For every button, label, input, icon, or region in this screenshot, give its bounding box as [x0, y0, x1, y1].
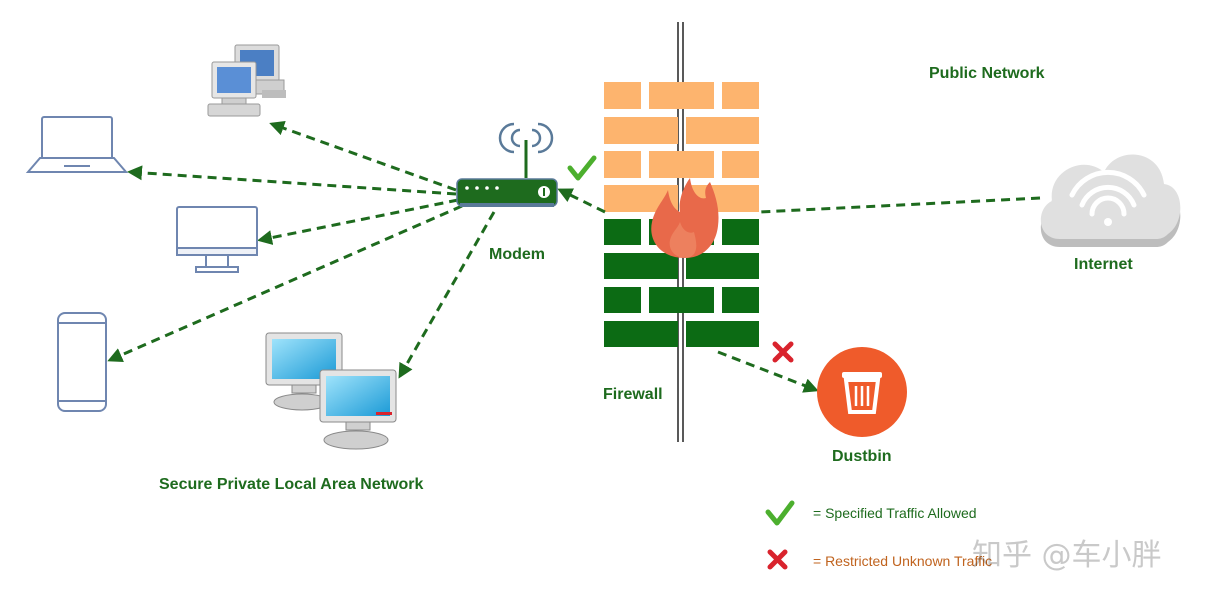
- desktop-computer-icon: [207, 44, 286, 117]
- cloud-wifi-icon: [1040, 154, 1181, 247]
- legend-cross-icon: [767, 549, 788, 570]
- watermark-text: 知乎 @车小胖: [972, 538, 1162, 573]
- modem-label: Modem: [489, 246, 545, 263]
- legend-check-icon: [765, 500, 795, 526]
- legend-allowed-text: = Specified Traffic Allowed: [813, 505, 977, 521]
- firewall-label: Firewall: [603, 386, 663, 403]
- arrow-modem-to-laptop: [127, 165, 457, 196]
- flame-icon: [651, 178, 719, 258]
- arrow-firewall-to-modem: [557, 188, 606, 214]
- cross-icon: [772, 341, 794, 363]
- line-internet-to-firewall: [759, 196, 1041, 214]
- workstations-icon: [265, 332, 397, 450]
- public-network-label: Public Network: [929, 65, 1045, 82]
- arrow-modem-to-monitor: [257, 198, 459, 245]
- arrow-firewall-to-dustbin: [717, 350, 819, 393]
- dustbin-label: Dustbin: [832, 448, 892, 465]
- arrow-modem-to-desktop: [269, 120, 457, 192]
- arrow-modem-to-phone: [107, 204, 463, 363]
- secure-lan-label: Secure Private Local Area Network: [159, 476, 424, 493]
- monitor-icon: [176, 206, 258, 273]
- modem-icon: [456, 122, 558, 207]
- dustbin-icon: [817, 347, 907, 437]
- laptop-icon: [25, 116, 129, 173]
- traffic-arrows: [107, 120, 1041, 393]
- arrow-modem-to-workstations: [398, 211, 496, 379]
- legend-restricted-text: = Restricted Unknown Traffic: [813, 553, 993, 569]
- smartphone-icon: [57, 312, 107, 412]
- check-icon: [567, 155, 597, 181]
- internet-label: Internet: [1074, 256, 1133, 273]
